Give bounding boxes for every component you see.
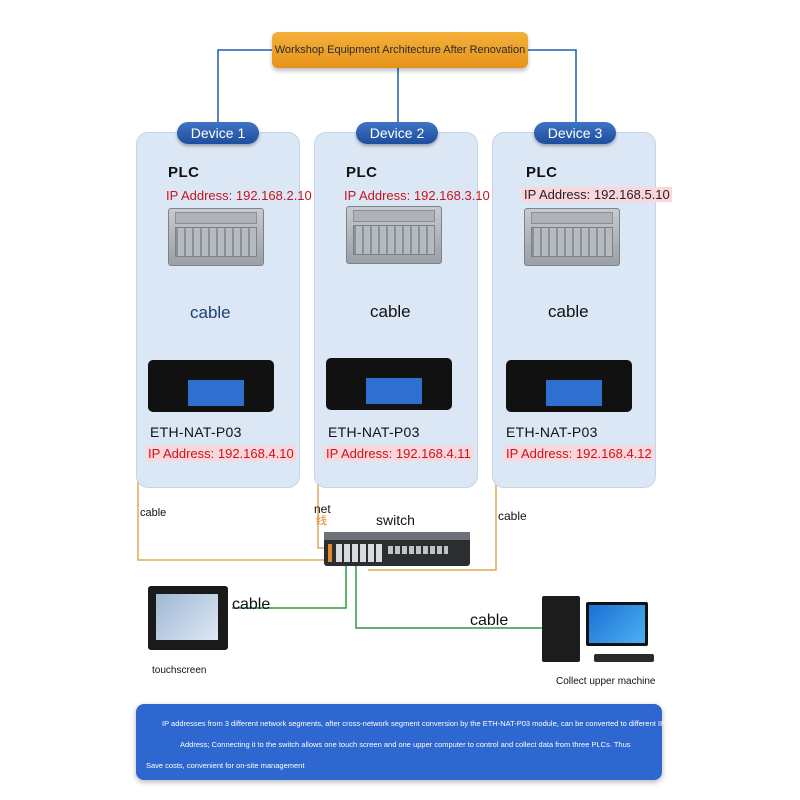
switch-cable-label-right: cable: [498, 509, 527, 523]
eth-nat-module-3: [506, 360, 632, 412]
plc-device-3: [524, 208, 620, 266]
plc-ip-2: IP Address: 192.168.3.10: [344, 188, 490, 203]
device-1-label: Device 1: [177, 122, 259, 144]
module-ip-3: IP Address: 192.168.4.12: [504, 446, 654, 461]
module-label-3: ETH-NAT-P03: [506, 424, 598, 440]
module-label-1: ETH-NAT-P03: [150, 424, 242, 440]
eth-nat-module-1: [148, 360, 274, 412]
plc-ip-1: IP Address: 192.168.2.10: [166, 188, 312, 203]
pc-cable-label: cable: [470, 612, 509, 629]
module-label-2: ETH-NAT-P03: [328, 424, 420, 440]
pc-keyboard: [594, 654, 654, 662]
plc-cable-label-2: cable: [370, 302, 411, 321]
net-label: net: [314, 502, 331, 516]
plc-device-2: [346, 206, 442, 264]
plc-cable-label-3: cable: [548, 302, 589, 321]
touch-cable: [232, 565, 347, 609]
touchscreen-label: touchscreen: [152, 665, 207, 676]
description-line-1: IP addresses from 3 different network se…: [162, 719, 783, 728]
diagram-title: Workshop Equipment Architecture After Re…: [272, 32, 528, 68]
plc-label-3: PLC: [526, 164, 558, 181]
plc-cable-label-1: cable: [190, 303, 231, 322]
plc-device-1: [168, 208, 264, 266]
device-panel-2: [314, 132, 478, 488]
touchscreen-device: [148, 586, 228, 650]
pc-cable: [355, 565, 542, 629]
eth-nat-module-2: [326, 358, 452, 410]
module-ip-2: IP Address: 192.168.4.11: [324, 446, 473, 461]
pc-tower: [542, 596, 580, 662]
device-3-label: Device 3: [534, 122, 616, 144]
touch-cable-label: cable: [232, 596, 271, 613]
switch-label: switch: [376, 512, 415, 528]
title-link-device-1: [217, 49, 272, 124]
title-link-device-3: [528, 49, 577, 124]
switch-cable-label-left: cable: [140, 507, 167, 519]
module-ip-1: IP Address: 192.168.4.10: [146, 446, 296, 461]
device-2-label: Device 2: [356, 122, 438, 144]
description-box: [136, 704, 662, 780]
description-line-3: Save costs, convenient for on-site manag…: [146, 761, 305, 770]
description-line-2: Address; Connecting it to the switch all…: [180, 740, 631, 749]
pc-label: Collect upper machine: [556, 676, 656, 687]
network-switch: [324, 532, 470, 566]
pc-monitor: [586, 602, 648, 646]
plc-label-2: PLC: [346, 164, 378, 181]
net-cn-label: 线: [316, 515, 327, 527]
device-panel-1: [136, 132, 300, 488]
plc-label-1: PLC: [168, 164, 200, 181]
plc-ip-3: IP Address: 192.168.5.10: [522, 187, 672, 202]
